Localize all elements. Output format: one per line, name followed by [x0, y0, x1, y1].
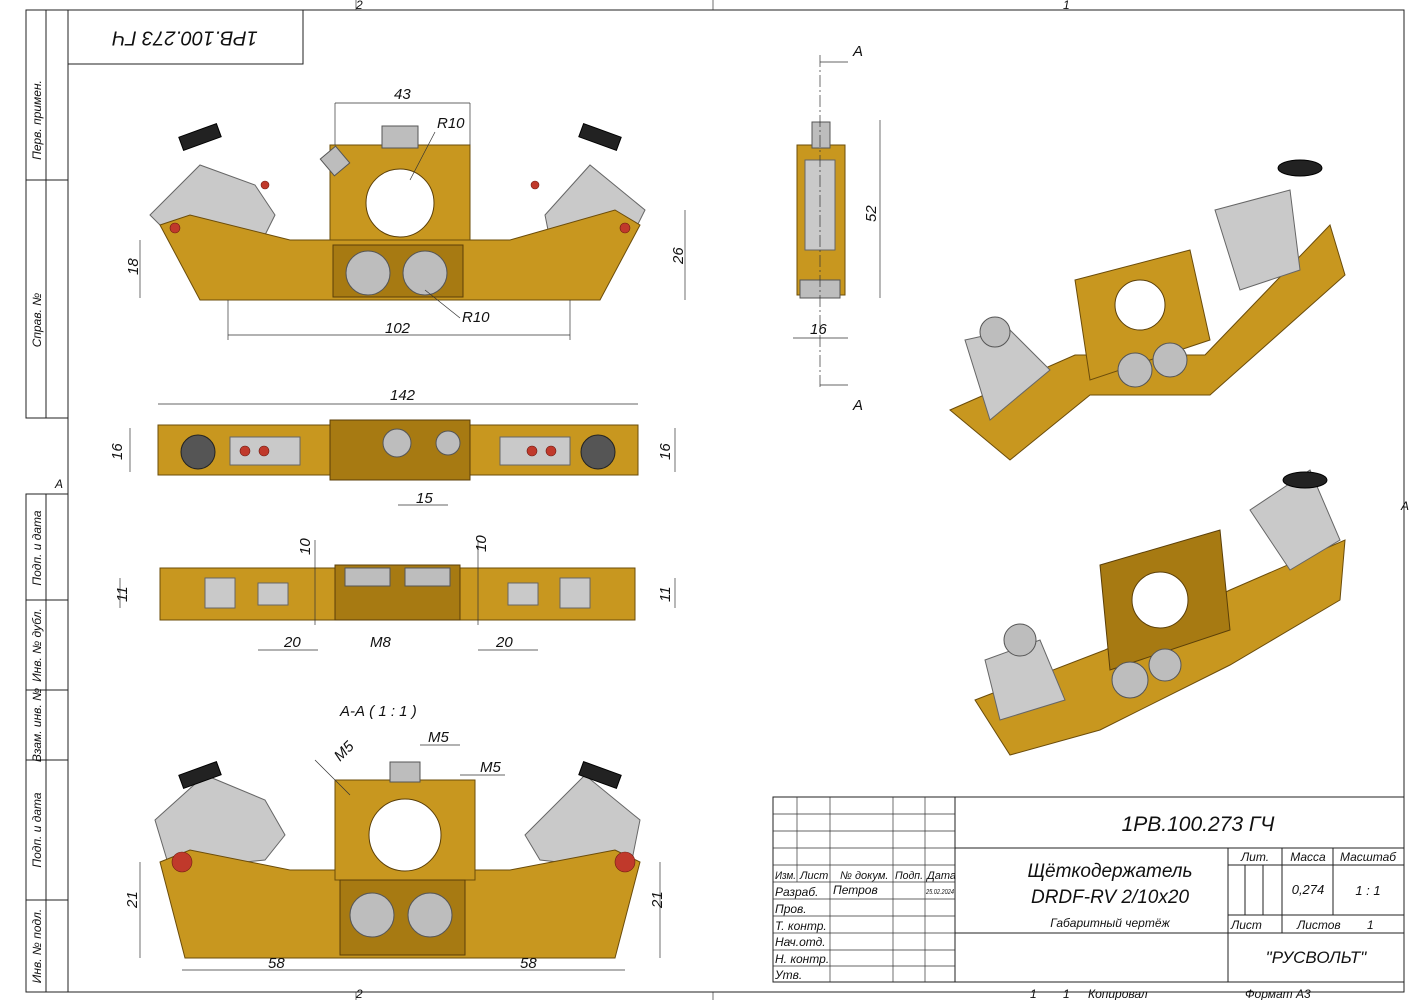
dim-label: 11 [657, 586, 674, 602]
strip-label: Инв. № подл. [30, 909, 44, 983]
dim-label: 16 [109, 443, 126, 460]
header-cell: Подп. [895, 870, 923, 882]
dim-label: 20 [283, 634, 301, 651]
scale-label: Масштаб [1340, 850, 1397, 864]
strip-label: Перв. примен. [30, 80, 44, 160]
header-cell: Лист [799, 870, 828, 882]
designation: 1РВ.100.273 ГЧ [1122, 813, 1276, 836]
developer-name: Петров [833, 883, 878, 897]
dim-label: 16 [657, 443, 674, 460]
header-cell: Изм. [775, 870, 796, 882]
dim-label: 52 [863, 205, 880, 222]
dim-label: M5 [480, 759, 501, 776]
bottom-view: 10 10 11 11 20 M8 20 [114, 535, 676, 651]
zone-label: 2 [355, 0, 363, 12]
dim-label: M5 [331, 738, 358, 765]
dim-label: 20 [495, 634, 513, 651]
section-title: А-А ( 1 : 1 ) [339, 703, 417, 720]
mass-value: 0,274 [1292, 882, 1325, 897]
header-cell: Дата [925, 870, 956, 882]
role-cell: Утв. [774, 968, 802, 982]
role-cell: Нач.отд. [775, 935, 826, 949]
isometric-view-top [949, 159, 1346, 461]
dim-label: 15 [416, 490, 433, 507]
zone-label: A [54, 477, 63, 491]
dim-label: 11 [114, 586, 131, 602]
strip-label: Подп. и дата [30, 510, 44, 585]
date-value: 25.02.2024 [925, 889, 954, 896]
dim-label: M8 [370, 634, 391, 651]
dim-label: 43 [394, 86, 411, 103]
dim-label: R10 [462, 309, 490, 326]
zone-label: A [1400, 499, 1409, 513]
document-type: Габаритный чертёж [1050, 916, 1170, 930]
section-mark: А [852, 43, 863, 60]
mass-label: Масса [1290, 850, 1326, 864]
header-cell: № докум. [840, 870, 888, 882]
strip-label: Инв. № дубл. [30, 608, 44, 682]
top-view: 142 16 16 15 [109, 387, 676, 507]
sheets-count: 1 [1367, 918, 1374, 932]
dim-label: 16 [810, 321, 827, 338]
scale-value: 1 : 1 [1355, 883, 1380, 898]
product-model: DRDF-RV 2/10x20 [1031, 887, 1189, 908]
strip-label: Подп. и дата [30, 792, 44, 867]
dim-label: 18 [125, 258, 142, 275]
sheets-label: Листов [1296, 918, 1341, 932]
format-label: Формат А3 [1245, 987, 1311, 1000]
strip-label: Справ. № [30, 293, 44, 348]
copied-label: Копировал [1088, 987, 1148, 1000]
dim-label: 58 [268, 955, 285, 972]
dim-label: 102 [385, 320, 411, 337]
section-view: А-А ( 1 : 1 ) M5 M5 M5 21 21 58 58 [124, 703, 666, 972]
dim-label: M5 [428, 729, 449, 746]
dim-label: 10 [473, 535, 490, 552]
dim-label: 26 [670, 247, 687, 265]
dim-label: 58 [520, 955, 537, 972]
role-cell: Т. контр. [775, 919, 827, 933]
title-block: Изм. Лист № докум. Подп. Дата Разраб. Пр… [772, 796, 1405, 1000]
sheet-label: Лист [1230, 918, 1262, 932]
role-cell: Н. контр. [775, 952, 829, 966]
dim-label: 21 [124, 891, 141, 909]
lit-label: Лит. [1240, 850, 1269, 864]
rotated-stamp-text: 1РВ.100.273 ГЧ [112, 27, 258, 49]
zone-label: 1 [1030, 987, 1037, 1000]
dim-label: 21 [649, 891, 666, 909]
company-name: "РУСВОЛЬТ" [1266, 948, 1368, 967]
dim-label: 10 [297, 538, 314, 555]
dim-label: R10 [437, 115, 465, 132]
role-cell: Разраб. [775, 885, 818, 899]
dim-label: 142 [390, 387, 416, 404]
role-cell: Пров. [775, 902, 807, 916]
zone-label: 1 [1063, 0, 1070, 12]
strip-label: Взам. инв. № [30, 688, 44, 762]
product-name: Щёткодержатель [1028, 861, 1193, 882]
isometric-view-bottom [974, 469, 1346, 756]
copied-number: 1 [1063, 987, 1070, 1000]
section-mark: А [852, 397, 863, 414]
side-view: А А 52 16 [793, 43, 881, 414]
zone-label: 2 [355, 987, 363, 1000]
front-view: 43 R10 18 26 102 R10 [125, 86, 687, 340]
side-strip: Перв. примен. Справ. № Подп. и дата Инв.… [25, 9, 69, 993]
